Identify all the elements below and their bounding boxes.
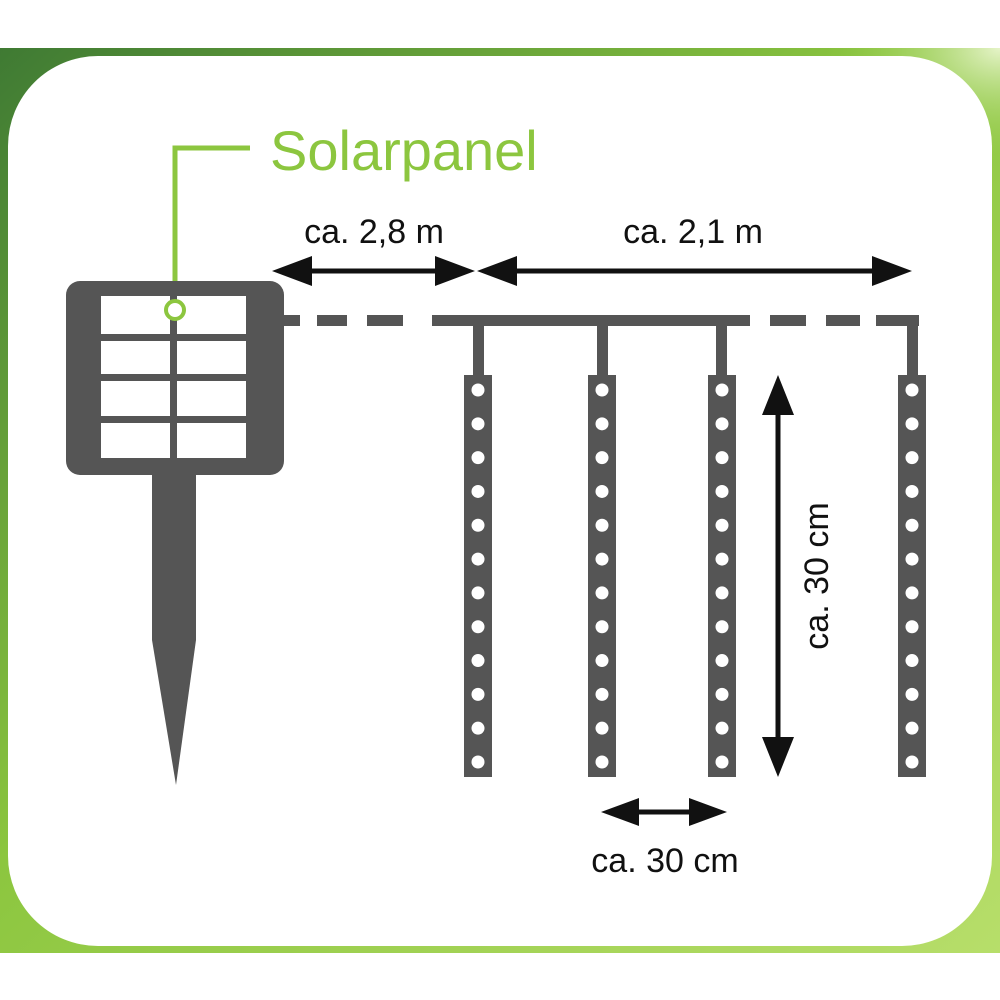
led-strand-icon	[464, 375, 492, 777]
led-bulb	[715, 383, 729, 397]
led-bulb	[905, 417, 919, 431]
lead-cable-length-label: ca. 2,8 m	[304, 213, 444, 251]
led-bulb	[595, 417, 609, 431]
led-bulb	[595, 484, 609, 498]
ground-stake-icon	[152, 475, 196, 785]
led-bulb	[905, 518, 919, 532]
strand-drop-wires	[473, 315, 727, 375]
extension-cable-dashed	[770, 315, 919, 375]
led-bulb	[471, 518, 485, 532]
led-bulb	[905, 552, 919, 566]
solar-panel-icon	[66, 281, 284, 475]
led-bulb	[595, 518, 609, 532]
led-bulb	[905, 755, 919, 769]
led-bulb	[471, 755, 485, 769]
led-strand-icon	[898, 375, 926, 777]
led-bulb	[471, 417, 485, 431]
led-bulb	[595, 654, 609, 668]
led-bulb	[905, 721, 919, 735]
led-bulb	[471, 383, 485, 397]
solar-panel-callout-line	[172, 145, 250, 310]
content-card	[8, 56, 992, 946]
led-bulb	[715, 654, 729, 668]
light-section-dimension-arrow	[477, 256, 912, 286]
led-bulb	[905, 586, 919, 600]
led-bulb	[471, 687, 485, 701]
led-bulb	[595, 687, 609, 701]
led-bulb	[715, 620, 729, 634]
led-bulb	[715, 518, 729, 532]
led-bulb	[905, 687, 919, 701]
led-bulb	[715, 755, 729, 769]
led-bulb	[905, 451, 919, 465]
strand-spacing-label: ca. 30 cm	[591, 842, 738, 880]
led-bulb	[595, 586, 609, 600]
led-strand-icon	[708, 375, 736, 777]
lead-cable-dimension-arrow	[272, 256, 475, 286]
led-bulb	[471, 654, 485, 668]
led-bulb	[715, 417, 729, 431]
led-bulb	[471, 552, 485, 566]
led-bulb	[905, 484, 919, 498]
strand-spacing-dimension-arrow	[601, 798, 727, 826]
led-bulb	[595, 721, 609, 735]
led-bulb	[715, 552, 729, 566]
led-bulb	[715, 687, 729, 701]
led-bulb	[595, 755, 609, 769]
led-bulb	[715, 586, 729, 600]
led-bulb	[471, 586, 485, 600]
led-bulb	[595, 383, 609, 397]
led-bulb	[905, 654, 919, 668]
solar-panel-callout-dot	[164, 299, 186, 321]
led-bulb	[905, 620, 919, 634]
led-bulb	[715, 451, 729, 465]
led-bulb	[471, 721, 485, 735]
lead-cable-dashed	[284, 315, 403, 326]
led-bulb	[595, 620, 609, 634]
led-bulb	[905, 383, 919, 397]
led-bulb	[471, 620, 485, 634]
led-strands	[464, 375, 926, 777]
main-cable	[432, 315, 750, 326]
led-strand-icon	[588, 375, 616, 777]
led-bulb	[595, 451, 609, 465]
led-bulb	[715, 721, 729, 735]
solar-panel-label: Solarpanel	[270, 119, 538, 182]
strand-length-label: ca. 30 cm	[798, 502, 836, 649]
light-section-length-label: ca. 2,1 m	[623, 213, 763, 251]
led-bulb	[471, 451, 485, 465]
led-bulb	[471, 484, 485, 498]
strand-length-dimension-arrow	[762, 375, 794, 777]
led-bulb	[715, 484, 729, 498]
led-bulb	[595, 552, 609, 566]
